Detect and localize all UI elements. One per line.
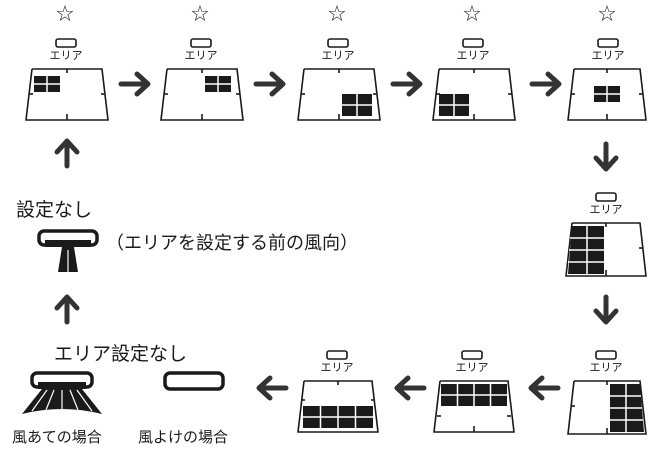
arrow-icon	[256, 375, 289, 401]
arrow-icon	[390, 71, 423, 97]
area-label: エリア	[184, 49, 218, 62]
no-setting-label: 設定なし	[16, 199, 93, 221]
area-label: エリア	[49, 49, 83, 62]
air-conditioner-icon	[327, 38, 349, 48]
wind-avoid-caption: 風よけの場合	[138, 428, 229, 446]
arrow-icon	[118, 71, 151, 97]
arrow-icon	[528, 375, 561, 401]
area-label: エリア	[591, 49, 625, 62]
room-area-grid-icon	[567, 68, 647, 121]
wind-on-caption: 風あての場合	[12, 428, 102, 446]
area-label: エリア	[320, 361, 354, 374]
air-conditioner-icon	[461, 350, 483, 360]
room-area-grid-icon	[565, 222, 647, 277]
air-conditioner-icon	[462, 38, 484, 48]
star-icon: ☆	[462, 2, 482, 27]
area-label: エリア	[321, 49, 355, 62]
area-no-setting-label: エリア設定なし	[54, 343, 188, 365]
area-label: エリア	[455, 361, 489, 374]
room-area-grid-icon	[432, 68, 516, 121]
star-icon: ☆	[327, 2, 347, 27]
arrow-icon	[253, 71, 286, 97]
air-conditioner-icon	[22, 371, 102, 414]
air-conditioner-icon	[55, 38, 77, 48]
area-label: エリア	[589, 203, 623, 216]
room-area-grid-icon	[567, 380, 647, 435]
area-label: エリア	[456, 49, 490, 62]
air-conditioner-icon	[595, 350, 617, 360]
air-conditioner-icon	[595, 192, 617, 202]
air-conditioner-icon	[190, 38, 212, 48]
arrow-icon	[54, 138, 80, 169]
room-area-grid-icon	[297, 68, 381, 121]
room-area-grid-icon	[25, 68, 109, 121]
air-conditioner-icon	[37, 229, 99, 272]
area-label: エリア	[589, 361, 623, 374]
star-icon: ☆	[597, 2, 617, 27]
before-setting-note: （エリアを設定する前の風向）	[106, 233, 358, 254]
air-conditioner-icon	[597, 38, 619, 48]
star-icon: ☆	[190, 2, 210, 27]
arrow-icon	[54, 294, 80, 325]
air-conditioner-icon	[326, 350, 348, 360]
arrow-icon	[529, 71, 562, 97]
air-conditioner-icon	[163, 371, 225, 391]
star-icon: ☆	[55, 2, 75, 27]
arrow-icon	[394, 375, 427, 401]
room-area-grid-icon	[433, 380, 515, 433]
room-area-grid-icon	[297, 380, 379, 433]
arrow-icon	[593, 294, 619, 325]
arrow-icon	[593, 141, 619, 172]
room-area-grid-icon	[160, 68, 244, 121]
